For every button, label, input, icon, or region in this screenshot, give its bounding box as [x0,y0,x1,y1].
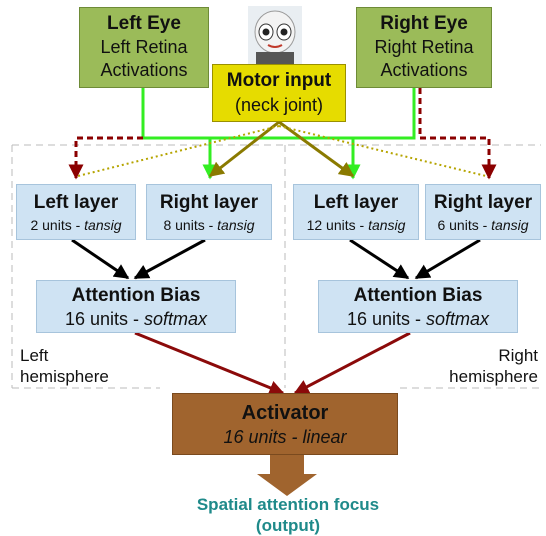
layer-title: Left layer [33,192,119,213]
motor-wires [208,120,355,178]
left-hemisphere-label: Left hemisphere [20,346,109,386]
left-eye-title: Left Eye [107,13,181,34]
layer-title: Right layer [433,192,533,213]
layer-units: 2 units - tansig [30,217,122,233]
attention-title: Attention Bias [353,285,483,306]
activator-box: Activator 16 units - linear [172,393,398,455]
layer-title: Left layer [313,192,399,213]
right-eye-line2: Activations [380,60,468,80]
output-label: Spatial attention focus (output) [196,495,380,535]
motor-input-title: Motor input [226,70,332,91]
left-attention-bias-box: Attention Bias 16 units - softmax [36,280,236,333]
activator-title: Activator [241,402,329,424]
output-arrow [257,455,317,496]
layer-to-attention-arrows [71,238,481,280]
hemisphere-frame [11,144,541,389]
layer-title: Right layer [159,192,259,213]
robot-head-icon [248,6,302,64]
motor-input-subtitle: (neck joint) [234,95,324,115]
right-eye-line1: Right Retina [374,37,474,57]
right-hemi-left-layer: Left layer 12 units - tansig [293,184,419,240]
right-attention-bias-box: Attention Bias 16 units - softmax [318,280,518,333]
layer-units: 6 units - tansig [437,217,529,233]
right-eye-title: Right Eye [380,13,468,34]
left-eye-line2: Activations [100,60,188,80]
left-eye-box: Left Eye Left Retina Activations [79,7,209,88]
right-eye-box: Right Eye Right Retina Activations [356,7,492,88]
right-hemi-right-layer: Right layer 6 units - tansig [425,184,541,240]
right-hemisphere-label: Right hemisphere [449,346,538,386]
attention-units: 16 units - softmax [346,309,490,329]
attention-units: 16 units - softmax [64,309,208,329]
attention-title: Attention Bias [71,285,201,306]
red-dotted-wires [74,88,491,172]
left-hemi-left-layer: Left layer 2 units - tansig [16,184,136,240]
attention-to-activator-arrows [134,331,411,395]
left-hemi-right-layer: Right layer 8 units - tansig [146,184,272,240]
motor-dotted-wires [77,125,487,177]
motor-input-box: Motor input (neck joint) [212,64,346,122]
activator-subtitle: 16 units - linear [223,427,347,447]
layer-units: 12 units - tansig [306,217,406,233]
layer-units: 8 units - tansig [163,217,255,233]
left-eye-line1: Left Retina [100,37,188,57]
